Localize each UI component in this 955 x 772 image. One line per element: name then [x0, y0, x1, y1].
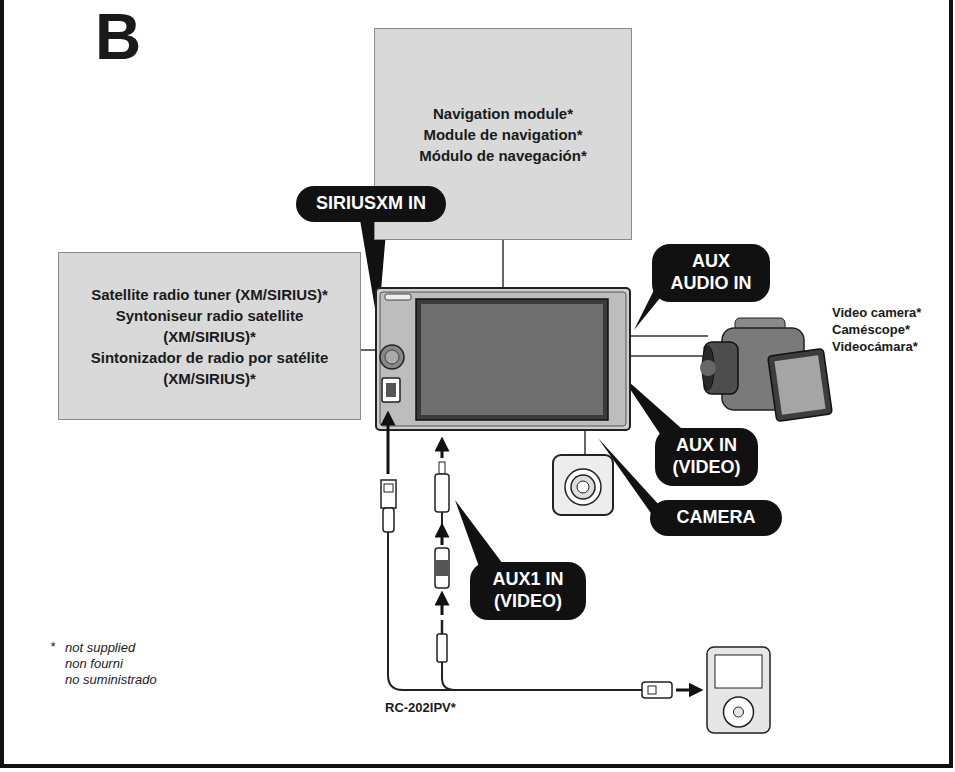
node-text: Módulo de navegación* [419, 145, 587, 166]
callout-pointers [358, 208, 690, 575]
node-text: CAMERA [677, 507, 756, 529]
footnote-mark: * [50, 639, 55, 655]
head-unit [376, 288, 630, 430]
node-text: AUX IN (VIDEO) [665, 435, 748, 478]
tuner-box: Satellite radio tuner (XM/SIRIUS)*Synton… [58, 252, 361, 420]
node-text: Syntoniseur radio satellite (XM/SIRIUS)* [71, 305, 348, 347]
node-text: Navigation module* [433, 103, 573, 124]
cable-label: RC-202IPV* [385, 700, 456, 716]
footnote: not supplied [65, 640, 135, 656]
port-callout: CAMERA [650, 500, 782, 536]
port-callout: SIRIUSXM IN [296, 186, 446, 222]
node-text: Satellite radio tuner (XM/SIRIUS)* [91, 284, 328, 305]
node-text: Module de navigation* [423, 124, 582, 145]
footnote: no suministrado [65, 672, 157, 688]
rear-camera [553, 455, 613, 515]
ipod [707, 647, 770, 733]
figure-letter: B [95, 2, 141, 72]
device-label: Videocámara* [832, 339, 918, 355]
footnote: non fourni [65, 656, 123, 672]
device-label: Video camera* [832, 305, 921, 321]
cables [381, 418, 696, 698]
node-text: AUX1 IN (VIDEO) [480, 569, 576, 612]
port-callout: AUX1 IN (VIDEO) [470, 562, 586, 620]
port-callout: AUX IN (VIDEO) [655, 428, 758, 486]
node-text: SIRIUSXM IN [316, 193, 426, 215]
device-label: Caméscope* [832, 322, 910, 338]
node-text: Sintonizador de radio por satélite (XM/S… [71, 347, 348, 389]
port-callout: AUX AUDIO IN [652, 244, 770, 302]
node-text: AUX AUDIO IN [662, 251, 760, 294]
video-camera [700, 318, 832, 422]
